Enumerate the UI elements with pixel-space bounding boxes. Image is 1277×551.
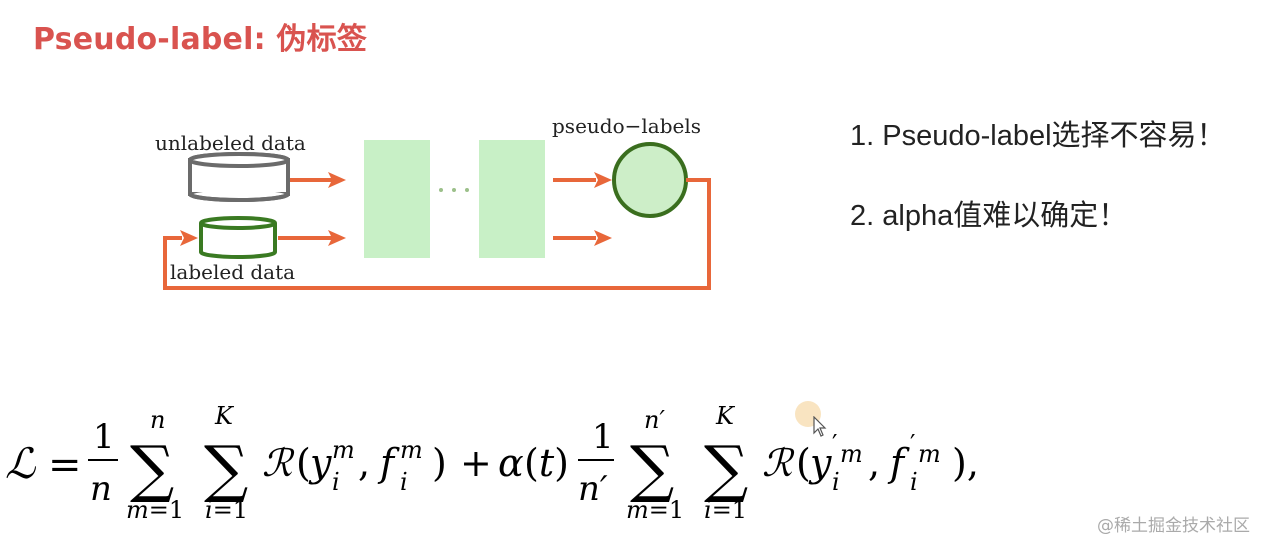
svg-text:1: 1 xyxy=(93,417,115,457)
svg-text:+: + xyxy=(460,441,492,485)
svg-text:ℒ: ℒ xyxy=(5,439,36,488)
svg-text:),: ), xyxy=(952,441,979,485)
notes-list: 1. Pseudo-label选择不容易！ 2. alpha值难以确定！ xyxy=(850,118,1226,278)
svg-text:i: i xyxy=(400,468,408,496)
slide-title: Pseudo-label: 伪标签 xyxy=(33,22,368,57)
mouse-pointer-icon xyxy=(813,416,827,437)
input-arrow-unlabeled xyxy=(290,172,346,188)
note-item-1: 1. Pseudo-label选择不容易！ xyxy=(850,120,1226,152)
svg-text:): ) xyxy=(432,441,447,485)
svg-text:n: n xyxy=(150,406,165,434)
svg-text:i: i xyxy=(910,468,918,496)
unlabeled-data-label: unlabeled data xyxy=(155,131,306,155)
svg-text:′: ′ xyxy=(910,430,915,458)
svg-text:y: y xyxy=(308,441,332,485)
svg-text:(: ( xyxy=(796,441,811,485)
svg-text:,: , xyxy=(358,441,370,485)
svg-text:=: = xyxy=(48,442,82,488)
labeled-database-icon xyxy=(199,216,277,259)
network-layer-last xyxy=(479,140,545,258)
svg-text:(t): (t) xyxy=(524,441,569,485)
labeled-data-label: labeled data xyxy=(170,260,295,284)
svg-text:∑: ∑ xyxy=(630,432,674,505)
svg-text:f: f xyxy=(887,441,910,485)
watermark: @稀土掘金技术社区 xyxy=(1097,516,1250,536)
svg-text:K: K xyxy=(715,402,736,430)
svg-text:n′: n′ xyxy=(578,469,608,509)
svg-text:m: m xyxy=(918,440,941,468)
svg-text:ℛ: ℛ xyxy=(262,441,295,485)
note-item-2: 2. alpha值难以确定！ xyxy=(850,200,1128,232)
svg-text:m: m xyxy=(332,436,355,464)
svg-text:n: n xyxy=(90,469,112,509)
layer-ellipsis xyxy=(439,188,469,192)
svg-text:α: α xyxy=(498,441,524,485)
feedback-loop-arrow xyxy=(163,178,711,290)
svg-text:i=1: i=1 xyxy=(205,496,248,524)
svg-text:n′: n′ xyxy=(644,406,665,434)
output-arrow-bottom xyxy=(553,230,612,246)
unlabeled-database-icon xyxy=(188,152,290,202)
svg-text:∑: ∑ xyxy=(130,432,174,505)
pseudo-labels-label: pseudo−labels xyxy=(552,114,701,138)
svg-text:m: m xyxy=(400,436,423,464)
svg-text:i: i xyxy=(332,468,340,496)
svg-text:i=1: i=1 xyxy=(704,496,747,524)
svg-text:ℛ: ℛ xyxy=(762,441,795,485)
svg-text:i: i xyxy=(832,468,840,496)
svg-text:f: f xyxy=(377,441,400,485)
svg-text:m=1: m=1 xyxy=(626,496,684,524)
svg-text:∑: ∑ xyxy=(204,432,248,505)
output-arrow-top xyxy=(553,172,612,188)
svg-text:m=1: m=1 xyxy=(126,496,184,524)
svg-text:∑: ∑ xyxy=(704,432,748,505)
network-layer-first xyxy=(364,140,430,258)
svg-text:m: m xyxy=(840,440,863,468)
input-arrow-labeled xyxy=(278,230,346,246)
svg-text:y: y xyxy=(808,441,832,485)
svg-text:K: K xyxy=(214,402,235,430)
svg-text:′: ′ xyxy=(832,430,837,458)
svg-text:(: ( xyxy=(296,441,311,485)
svg-text:1: 1 xyxy=(592,417,614,457)
svg-text:,: , xyxy=(868,441,880,485)
